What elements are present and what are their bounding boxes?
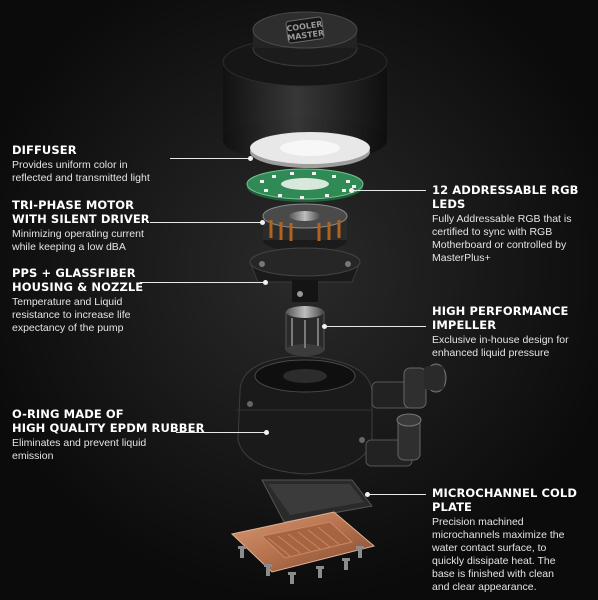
- leds-description: Fully Addressable RGB that is certified …: [432, 213, 572, 264]
- callout-diffuser: DIFFUSER Provides uniform color in refle…: [12, 143, 212, 185]
- diffuser-disc: [250, 132, 370, 168]
- housing-title: PPS + GLASSFIBER HOUSING & NOZZLE: [12, 266, 144, 294]
- impeller-title: HIGH PERFORMANCE IMPELLER: [432, 304, 569, 332]
- coldplate-title: MICROCHANNEL COLD PLATE: [432, 486, 577, 514]
- oring-description: Eliminates and prevent liquid emission: [12, 437, 147, 462]
- motor-stator: [262, 203, 348, 252]
- impeller-leader-line: [326, 326, 426, 327]
- impeller-description: Exclusive in-house design for enhanced l…: [432, 334, 569, 359]
- leds-leader-dot: [349, 188, 354, 193]
- rgb-led-pcb: [246, 168, 364, 202]
- coldplate-leader-dot: [365, 492, 370, 497]
- impeller: [285, 306, 325, 356]
- housing-leader-dot: [263, 280, 268, 285]
- oring-leader-dot: [264, 430, 269, 435]
- diffuser-description: Provides uniform color in reflected and …: [12, 159, 150, 184]
- screws: [238, 546, 364, 584]
- housing-leader-line: [140, 282, 265, 283]
- leds-title: 12 ADDRESSABLE RGB LEDS: [432, 183, 579, 211]
- pump-housing-top: [249, 247, 361, 302]
- callout-motor: TRI-PHASE MOTOR WITH SILENT DRIVER Minim…: [12, 198, 212, 254]
- o-ring-plate: [261, 479, 373, 523]
- fitting-lower: [365, 413, 422, 467]
- motor-leader-line: [150, 222, 262, 223]
- impeller-leader-dot: [322, 324, 327, 329]
- coldplate-description: Precision machined microchannels maximiz…: [432, 516, 565, 593]
- fitting-upper: [371, 363, 447, 409]
- callout-impeller: HIGH PERFORMANCE IMPELLER Exclusive in-h…: [432, 304, 594, 360]
- copper-cold-plate: [230, 511, 376, 573]
- oring-title: O-RING MADE OF HIGH QUALITY EPDM RUBBER: [12, 407, 205, 435]
- cooler-master-logo: COOLER MASTER: [285, 16, 325, 44]
- callout-leds: 12 ADDRESSABLE RGB LEDS Fully Addressabl…: [432, 183, 594, 265]
- callout-oring: O-RING MADE OF HIGH QUALITY EPDM RUBBER …: [12, 407, 232, 463]
- diffuser-leader-line: [170, 158, 250, 159]
- leds-leader-line: [352, 190, 426, 191]
- callout-housing: PPS + GLASSFIBER HOUSING & NOZZLE Temper…: [12, 266, 212, 335]
- housing-description: Temperature and Liquid resistance to inc…: [12, 296, 131, 334]
- motor-leader-dot: [260, 220, 265, 225]
- pump-housing-body: [236, 355, 373, 475]
- callout-coldplate: MICROCHANNEL COLD PLATE Precision machin…: [432, 486, 594, 594]
- motor-title: TRI-PHASE MOTOR WITH SILENT DRIVER: [12, 198, 150, 226]
- motor-description: Minimizing operating current while keepi…: [12, 228, 144, 253]
- diffuser-title: DIFFUSER: [12, 143, 77, 157]
- diffuser-leader-dot: [248, 156, 253, 161]
- oring-leader-line: [176, 432, 266, 433]
- coldplate-leader-line: [368, 494, 426, 495]
